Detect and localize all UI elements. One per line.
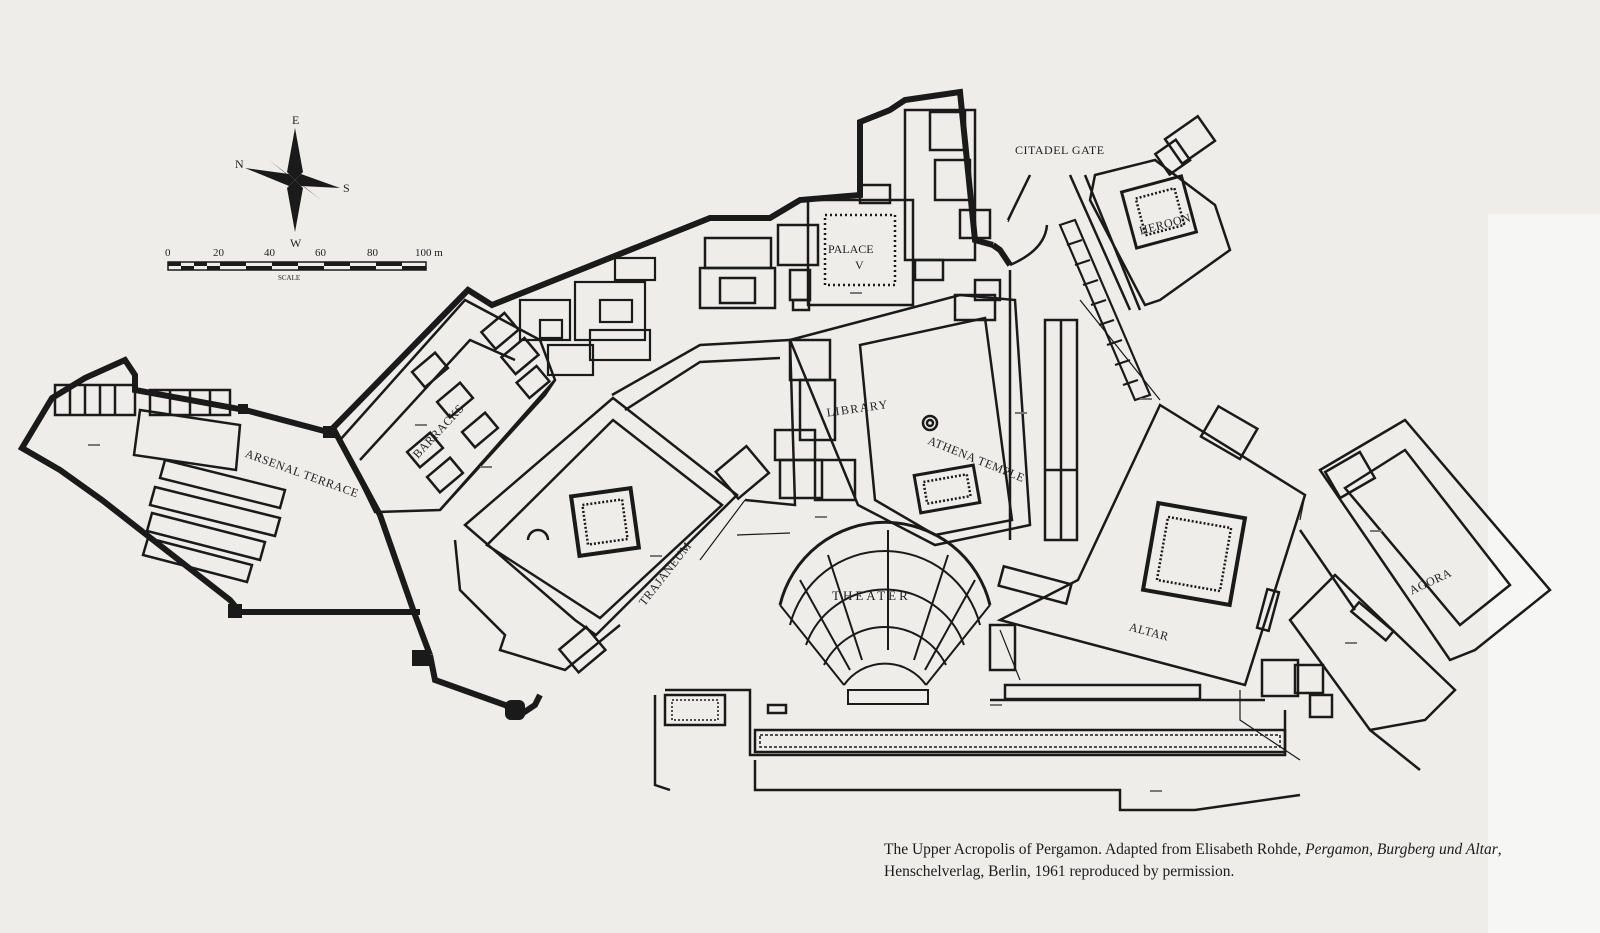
compass-s: S xyxy=(343,181,350,195)
site-lines xyxy=(699,299,1306,761)
label-arsenal-terrace: ARSENAL TERRACE xyxy=(243,446,360,500)
citadel-gate-pointer xyxy=(1007,177,1029,223)
elevation-marks xyxy=(88,292,1382,792)
altar-terrace xyxy=(996,403,1307,687)
athena-sanctuary xyxy=(773,278,1032,547)
label-heroon: HEROON xyxy=(1138,210,1193,237)
scale-bar: 0 20 40 60 80 100 m SCALE xyxy=(165,247,443,282)
scale-tick-20: 20 xyxy=(213,247,225,259)
caption-part2: , Henschelverlag, Berlin, 1961 reproduce… xyxy=(884,841,1502,880)
label-trajaneum: TRAJANEUM xyxy=(636,539,695,608)
theater xyxy=(778,520,992,705)
scale-tick-60: 60 xyxy=(315,247,327,259)
paper-edge xyxy=(1488,214,1600,933)
trajaneum-complex xyxy=(453,338,797,675)
label-theater: THEATER xyxy=(832,588,911,603)
barracks-complex xyxy=(338,298,557,514)
label-palace: PALACE xyxy=(828,242,874,256)
compass-n: N xyxy=(235,157,244,171)
agora-complex xyxy=(1260,418,1552,771)
scale-label: SCALE xyxy=(278,274,300,282)
heroon-complex xyxy=(1068,114,1232,311)
houses-block xyxy=(518,256,657,377)
map-labels: CITADEL GATE HEROON PALACE V BARRACKS AR… xyxy=(243,143,1453,644)
wall-towers xyxy=(228,404,525,720)
label-palace-num: V xyxy=(855,258,864,272)
scale-tick-100: 100 m xyxy=(415,247,443,259)
compass-e: E xyxy=(292,113,299,127)
east-stoa-cells xyxy=(1058,218,1152,402)
scale-tick-0: 0 xyxy=(165,247,171,259)
compass-w: W xyxy=(290,236,302,250)
scale-tick-80: 80 xyxy=(367,247,379,259)
label-altar: ALTAR xyxy=(1128,620,1171,644)
caption-title: Pergamon, Burgberg und Altar xyxy=(1305,841,1498,858)
arsenal-buildings xyxy=(53,383,287,584)
scale-tick-40: 40 xyxy=(264,247,276,259)
theater-terrace xyxy=(653,623,1301,812)
caption-part1: The Upper Acropolis of Pergamon. Adapted… xyxy=(884,841,1306,858)
label-citadel-gate: CITADEL GATE xyxy=(1015,143,1105,157)
map-caption: The Upper Acropolis of Pergamon. Adapted… xyxy=(884,839,1564,883)
palace-complex xyxy=(698,108,992,312)
compass-rose: N E S W xyxy=(235,113,350,250)
